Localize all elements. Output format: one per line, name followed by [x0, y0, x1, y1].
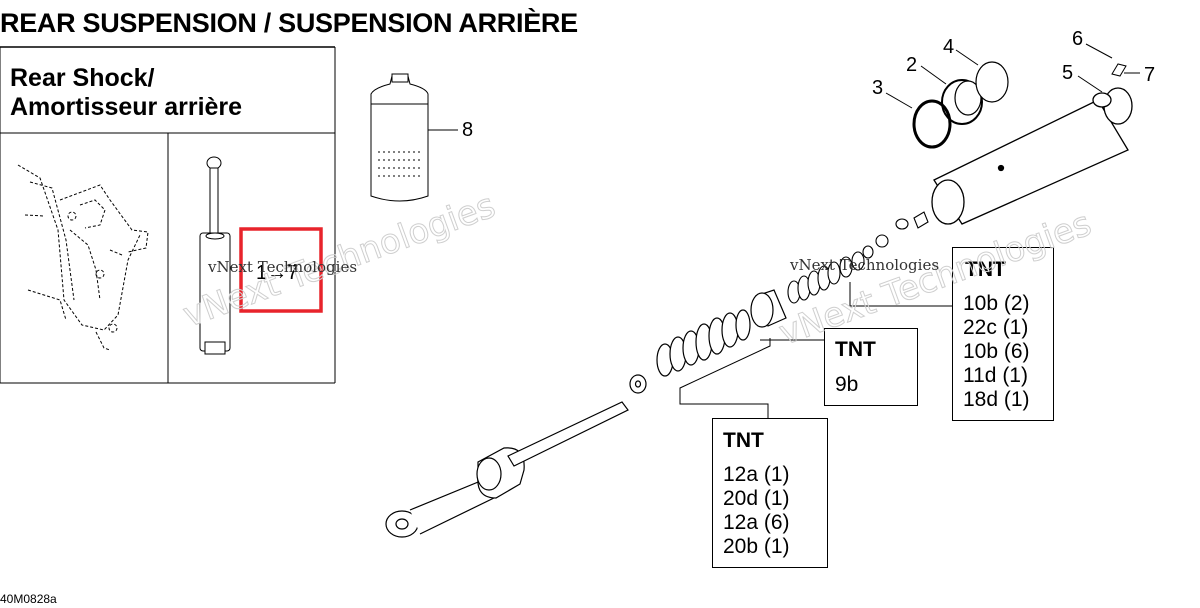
tnt-line: 10b (6) — [963, 340, 1030, 363]
watermark-text-right: vNext Technologies — [790, 256, 940, 274]
tnt-line: 22c (1) — [963, 316, 1029, 339]
callout-6[interactable]: 6 — [1072, 28, 1084, 50]
piston — [750, 289, 787, 328]
tnt-box-upper: TNT 10b (2) 22c (1) 10b (6) 11d (1) 18d … — [952, 247, 1054, 421]
callout-3[interactable]: 3 — [872, 77, 884, 99]
highlight-frame — [239, 227, 323, 313]
tnt-line: 9b — [835, 373, 859, 396]
panel-title-line-2: Amortisseur arrière — [10, 93, 243, 121]
rear-frame-sketch — [17, 164, 149, 351]
tnt-line: 18d (1) — [963, 388, 1030, 411]
watermark-text-left: vNext Technologies — [208, 258, 358, 276]
rear-shock-panel-frame — [0, 47, 336, 384]
shock-body-tube — [931, 87, 1133, 225]
tnt-box-lower: TNT 12a (1) 20d (1) 12a (6) 20b (1) — [712, 418, 828, 568]
tnt-line: 12a (6) — [723, 511, 790, 534]
tnt-line: 11d (1) — [963, 364, 1028, 387]
tnt-line: 20b (1) — [723, 535, 790, 558]
panel-title-line-1: Rear Shock/ — [10, 64, 155, 92]
part-range-label: 1→7 — [256, 262, 299, 284]
leader-lines — [679, 43, 1140, 418]
small-shock-sketch — [199, 156, 231, 355]
callout-8[interactable]: 8 — [462, 119, 474, 141]
shock-exploded-parts — [385, 374, 647, 538]
callout-7[interactable]: 7 — [1144, 64, 1156, 86]
lower-shim-stack — [656, 309, 751, 377]
callout-2[interactable]: 2 — [906, 54, 918, 76]
tnt-line: 12a (1) — [723, 463, 790, 486]
callout-5[interactable]: 5 — [1062, 62, 1074, 84]
callout-4[interactable]: 4 — [943, 36, 955, 58]
oil-bottle-part-8 — [370, 73, 458, 202]
tnt-heading: TNT — [723, 429, 764, 452]
tnt-heading: TNT — [965, 258, 1006, 281]
tnt-line: 10b (2) — [963, 292, 1030, 315]
tnt-heading: TNT — [835, 338, 876, 361]
page-title: REAR SUSPENSION / SUSPENSION ARRIÈRE — [0, 8, 578, 38]
upper-shim-stack — [787, 211, 929, 304]
panel-title: Rear Shock/ Amortisseur arrière — [10, 64, 242, 122]
tnt-line: 20d (1) — [723, 487, 790, 510]
figure-code: 40M0828a — [0, 592, 57, 606]
tnt-box-middle: TNT 9b — [824, 328, 918, 406]
seal-parts — [912, 61, 1127, 149]
